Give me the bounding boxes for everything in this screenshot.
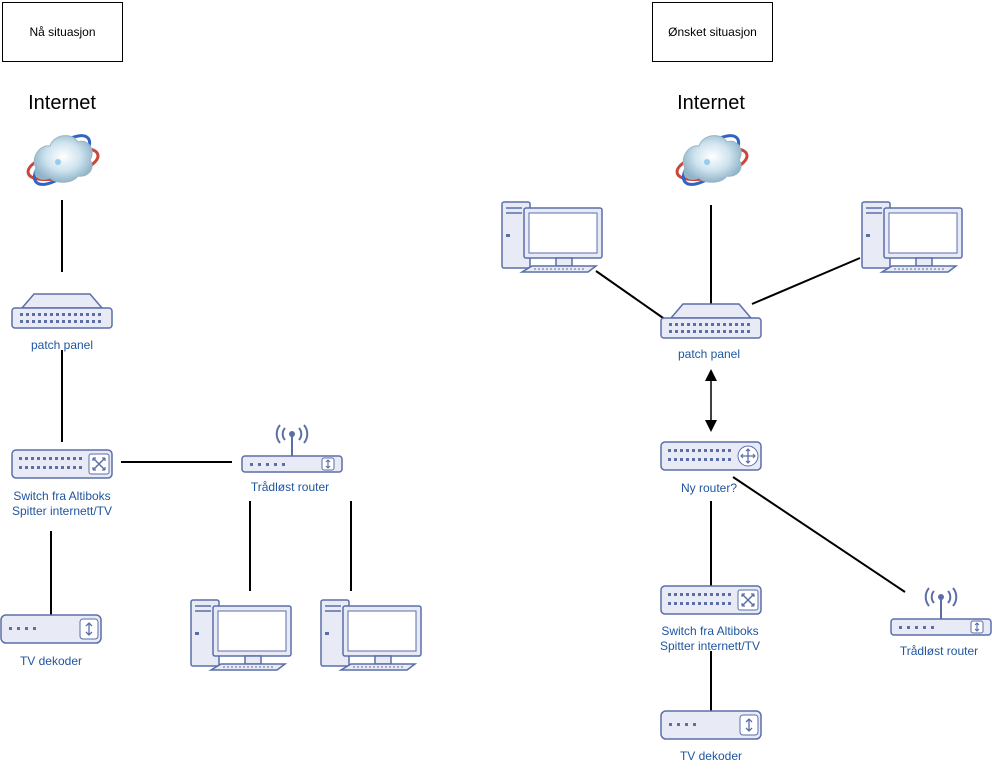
right-internet-cloud-icon xyxy=(672,125,752,195)
right-patch-panel-label: patch panel xyxy=(677,347,741,361)
left-patch-panel-label: patch panel xyxy=(30,338,94,352)
left-switch-label-line2: Spitter internett/TV xyxy=(11,504,113,518)
right-switch-label-line1: Switch fra Altiboks xyxy=(661,624,759,638)
left-switch-label-line1: Switch fra Altiboks xyxy=(13,489,111,503)
right-link-pc2-patch xyxy=(751,257,861,305)
current-situation-title: Nå situasjon xyxy=(29,25,96,39)
right-internet-heading: Internet xyxy=(677,92,745,114)
left-switch-label: Switch fra Altiboks Spitter internett/TV xyxy=(0,489,127,519)
left-internet-cloud-icon xyxy=(23,125,103,195)
current-situation-box: Nå situasjon xyxy=(2,2,123,62)
right-new-router-icon xyxy=(660,441,762,471)
right-switch-label: Switch fra Altiboks Spitter internett/TV xyxy=(645,624,775,654)
left-switch-icon xyxy=(11,449,113,479)
right-wireless-router-label: Trådløst router xyxy=(899,644,979,658)
left-tv-decoder-label: TV dekoder xyxy=(19,654,83,668)
right-wireless-router-icon xyxy=(890,587,992,636)
left-pc1-icon xyxy=(190,599,292,671)
right-new-router-label: Ny router? xyxy=(680,481,738,495)
right-pc2-icon xyxy=(861,201,963,273)
left-wireless-router-icon xyxy=(241,424,343,473)
left-wireless-router-label: Trådløst router xyxy=(250,480,330,494)
left-tv-decoder-icon xyxy=(0,614,102,644)
right-link-pc1-patch xyxy=(595,270,667,321)
right-pc1-icon xyxy=(501,201,603,273)
desired-situation-box: Ønsket situasjon xyxy=(652,2,773,62)
left-pc2-icon xyxy=(320,599,422,671)
right-link-newrouter-wireless xyxy=(732,476,906,593)
right-patch-panel-icon xyxy=(660,303,762,339)
desired-situation-title: Ønsket situasjon xyxy=(668,25,757,39)
right-switch-icon xyxy=(660,585,762,615)
left-internet-heading: Internet xyxy=(28,92,96,114)
left-patch-panel-icon xyxy=(11,293,113,329)
right-tv-decoder-label: TV dekoder xyxy=(679,749,743,763)
right-tv-decoder-icon xyxy=(660,710,762,740)
right-switch-label-line2: Spitter internett/TV xyxy=(659,639,761,653)
